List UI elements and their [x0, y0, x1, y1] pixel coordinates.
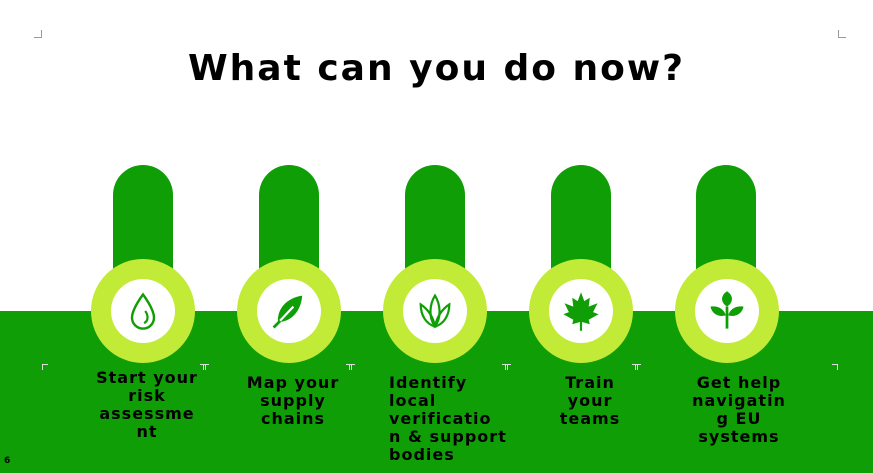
textbox-corner-mark	[505, 364, 511, 370]
step-1-ring	[91, 259, 195, 363]
step-3-label: Identify local verificatio n & support b…	[389, 373, 507, 464]
seedling-icon	[710, 291, 744, 329]
plant-sprout-icon	[419, 293, 451, 329]
maple-leaf-icon	[563, 292, 599, 331]
crop-mark-top-left	[34, 30, 42, 38]
step-2-label: Map your supply chains	[246, 373, 340, 428]
step-5-label: Get help navigatin g EU systems	[692, 373, 786, 446]
textbox-corner-mark	[349, 364, 355, 370]
crop-mark-top-right	[838, 30, 846, 38]
step-3-icon-circle	[403, 279, 467, 343]
leaf-feather-icon	[272, 295, 303, 329]
step-2-ring	[237, 259, 341, 363]
textbox-corner-mark	[203, 364, 209, 370]
step-4-label: Train your teams	[559, 373, 621, 428]
step-4-ring	[529, 259, 633, 363]
textbox-corner-mark	[635, 364, 641, 370]
textbox-corner-mark	[42, 364, 48, 370]
step-1-label: Start your risk assessme nt	[96, 368, 198, 441]
step-1-icon-circle	[111, 279, 175, 343]
step-3-ring	[383, 259, 487, 363]
step-2-icon-circle	[257, 279, 321, 343]
step-5-icon-circle	[695, 279, 759, 343]
water-drop-icon	[130, 292, 156, 330]
step-5-ring	[675, 259, 779, 363]
textbox-corner-mark	[832, 364, 838, 370]
page-number: 6	[4, 456, 11, 466]
step-4-icon-circle	[549, 279, 613, 343]
slide-title: What can you do now?	[187, 48, 686, 89]
